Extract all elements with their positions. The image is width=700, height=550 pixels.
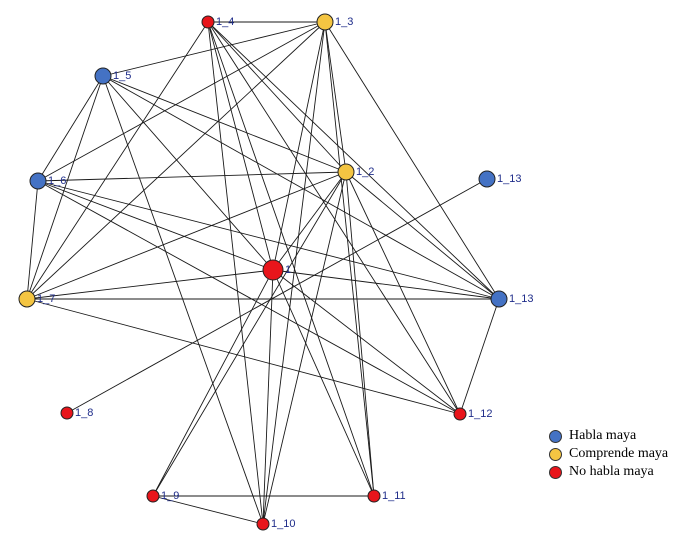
edge-1-1_9	[152, 269, 274, 497]
legend-dot-no-habla	[549, 465, 562, 479]
edge-1_13b-1_12	[459, 298, 500, 415]
node-label: 1_7	[37, 293, 55, 305]
node-label: 1	[285, 264, 291, 276]
node-circle	[146, 489, 160, 503]
node-label: 1_4	[216, 16, 234, 28]
edge-1_4-1_13b	[207, 21, 500, 300]
node-circle	[316, 13, 334, 31]
edge-1_4-1_2	[207, 21, 347, 173]
node-label: 1_2	[356, 166, 374, 178]
node-1_13a: 1_13	[478, 170, 521, 188]
node-label: 1_8	[75, 407, 93, 419]
edge-1-1_10	[262, 269, 274, 525]
edge-1_2-1_10	[262, 171, 347, 525]
node-1_11: 1_11	[367, 489, 406, 503]
node-label: 1_11	[382, 490, 406, 502]
node-label: 1_13	[509, 293, 533, 305]
node-1_6: 1_6	[29, 172, 66, 190]
edge-1_2-1_13b	[345, 171, 500, 300]
edge-1_5-1_10	[102, 75, 264, 525]
legend-dot-habla	[549, 429, 562, 443]
legend-item-no-habla: No habla maya	[549, 463, 668, 481]
edge-1_4-1	[207, 21, 274, 271]
edge-1_2-1_7	[26, 171, 347, 300]
edge-1_3-1	[272, 21, 326, 271]
node-circle	[490, 290, 508, 308]
node-layer: 1 1_2 1_3 1_4 1_5 1_6 1_7 1_8 1_9 1_10 1_11 1_12 1_1…	[18, 13, 533, 531]
node-circle	[29, 172, 47, 190]
edge-1_3-1_2	[324, 21, 347, 173]
legend-label-habla: Habla maya	[569, 428, 637, 443]
node-1_12: 1_12	[453, 407, 492, 421]
node-1_9: 1_9	[146, 489, 179, 503]
legend: Habla maya Comprende maya No habla maya	[549, 427, 668, 481]
node-label: 1_3	[335, 16, 353, 28]
node-circle	[60, 406, 74, 420]
node-circle	[256, 517, 270, 531]
node-circle	[337, 163, 355, 181]
edge-1_4-1_10	[207, 21, 264, 525]
node-1_8: 1_8	[60, 406, 93, 420]
edge-1_6-1_2	[37, 171, 347, 182]
edge-1_6-1_7	[26, 180, 39, 300]
node-1_3: 1_3	[316, 13, 353, 31]
node-circle	[201, 15, 215, 29]
node-label: 1_6	[48, 175, 66, 187]
edge-1_3-1_7	[26, 21, 326, 300]
edge-1_7-1	[26, 269, 274, 300]
edge-1_2-1_12	[345, 171, 461, 415]
edge-1_5-1	[102, 75, 274, 271]
node-1_13b: 1_13	[490, 290, 533, 308]
edge-1_6-1_13b	[37, 180, 500, 300]
edge-1_9-1_10	[152, 495, 264, 525]
edge-1_2-1	[272, 171, 347, 271]
edge-1_4-1_11	[207, 21, 375, 497]
edge-1_6-1	[37, 180, 274, 271]
node-circle	[367, 489, 381, 503]
edge-1_4-1_7	[26, 21, 209, 300]
edge-1_3-1_6	[37, 21, 326, 182]
node-1: 1	[262, 259, 291, 281]
node-circle	[453, 407, 467, 421]
node-circle	[262, 259, 284, 281]
legend-dot-comprende	[549, 447, 562, 461]
edge-1_6-1_12	[37, 180, 461, 415]
node-label: 1_5	[113, 70, 131, 82]
node-1_5: 1_5	[94, 67, 131, 85]
edge-1-1_12	[272, 269, 461, 415]
node-1_7: 1_7	[18, 290, 55, 308]
node-1_2: 1_2	[337, 163, 374, 181]
edge-1_4-1_12	[207, 21, 461, 415]
node-circle	[94, 67, 112, 85]
edge-1-1_13b	[272, 269, 500, 300]
legend-label-comprende: Comprende maya	[569, 446, 669, 461]
node-label: 1_10	[271, 518, 295, 530]
edge-1_5-1_6	[37, 75, 104, 182]
edge-1_13a-1_8	[66, 178, 488, 414]
edge-1_2-1_11	[345, 171, 375, 497]
legend-item-habla: Habla maya	[549, 427, 668, 445]
edge-layer	[26, 21, 500, 525]
node-label: 1_13	[497, 173, 521, 185]
edge-1_3-1_13b	[324, 21, 500, 300]
node-1_10: 1_10	[256, 517, 295, 531]
legend-item-comprende: Comprende maya	[549, 445, 668, 463]
node-circle	[18, 290, 36, 308]
node-label: 1_12	[468, 408, 492, 420]
edge-1_2-1_9	[152, 171, 347, 497]
edge-1_5-1_13b	[102, 75, 500, 300]
edge-1_7-1_12	[26, 298, 461, 415]
edge-1_3-1_11	[324, 21, 375, 497]
edge-1-1_11	[272, 269, 375, 497]
legend-label-no-habla: No habla maya	[569, 464, 654, 479]
node-1_4: 1_4	[201, 15, 234, 29]
edge-1_5-1_2	[102, 75, 347, 173]
node-circle	[478, 170, 496, 188]
node-label: 1_9	[161, 490, 179, 502]
edge-1_3-1_5	[102, 21, 326, 77]
